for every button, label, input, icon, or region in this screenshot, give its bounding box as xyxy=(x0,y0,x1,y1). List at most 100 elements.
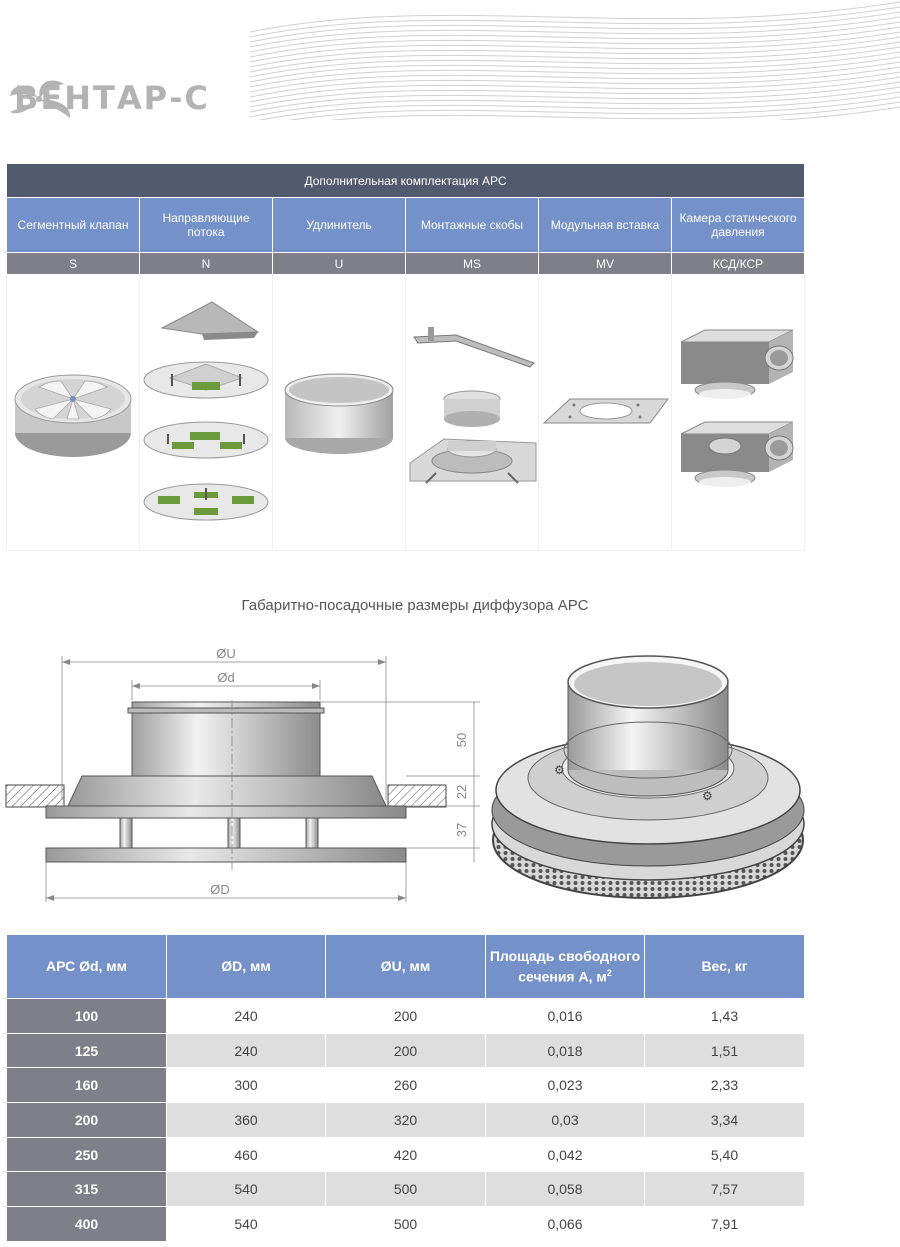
accessories-table: Дополнительная комплектация АРС Сегментн… xyxy=(6,163,805,551)
mounting-brackets-illustration xyxy=(409,326,537,484)
column-header: ØD, мм xyxy=(166,934,326,999)
table-cell: 460 xyxy=(166,1136,326,1173)
diffuser-cone xyxy=(67,775,387,807)
table-cell: 540 xyxy=(166,1171,326,1208)
table-cell: 420 xyxy=(325,1136,486,1173)
decorative-line xyxy=(249,61,900,93)
row-size-cell: 250 xyxy=(6,1136,167,1173)
modular-insert-cell xyxy=(538,274,672,551)
decorative-line xyxy=(288,96,900,120)
dimension-drawing: ØU Ød ØD 50 22 37 xyxy=(5,646,480,902)
decorative-line xyxy=(429,106,900,120)
column-header-area: Площадь свободного сечения А, м2 xyxy=(485,934,645,999)
accessory-name: Направляющие потока xyxy=(139,197,273,253)
row-size-cell: 100 xyxy=(6,998,167,1034)
mounting-brackets-cell xyxy=(405,274,539,551)
table-cell: 200 xyxy=(325,1032,486,1069)
table-cell: 2,33 xyxy=(644,1067,805,1104)
accessory-code: U xyxy=(272,252,406,275)
flow-guides-cell xyxy=(139,274,273,551)
accessory-code: N xyxy=(139,252,273,275)
decorative-line xyxy=(329,101,900,120)
dim-h1-label: 50 xyxy=(454,733,469,747)
dim-h2-label: 22 xyxy=(454,785,469,799)
accessory-name: Модульная вставка xyxy=(538,197,672,253)
specs-table: АРС Ød, мм ØD, мм ØU, мм Площадь свободн… xyxy=(6,934,805,1242)
decorative-line xyxy=(249,21,900,53)
dim-d-label: Ød xyxy=(217,670,234,685)
decorative-lines xyxy=(249,1,900,120)
ceiling-left-hatch xyxy=(5,784,65,808)
extender-cell xyxy=(272,274,406,551)
table-cell: 5,40 xyxy=(644,1136,805,1173)
accessories-title: Дополнительная комплектация АРС xyxy=(6,163,805,198)
table-cell: 500 xyxy=(325,1206,486,1242)
decorative-line xyxy=(249,81,900,113)
brand-logo: ВЕНТАР-С xyxy=(6,76,210,120)
table-cell: 260 xyxy=(325,1067,486,1104)
table-cell: 320 xyxy=(325,1102,486,1138)
table-cell: 240 xyxy=(166,1032,326,1069)
plenum-box-illustration xyxy=(680,329,794,487)
column-header: ØU, мм xyxy=(325,934,486,999)
dim-h3-label: 37 xyxy=(454,823,469,837)
extender-illustration xyxy=(284,373,394,454)
table-cell: 0,03 xyxy=(485,1102,645,1138)
decorative-line xyxy=(249,41,900,73)
diffuser-isometric: ⚙ ⚙ xyxy=(491,655,805,899)
dim-u-label: ØU xyxy=(216,646,236,661)
decorative-line xyxy=(249,31,900,63)
accessory-name: Удлинитель xyxy=(272,197,406,253)
svg-text:⚙: ⚙ xyxy=(702,789,713,803)
table-cell: 1,43 xyxy=(644,998,805,1034)
segment-valve-cell xyxy=(6,274,140,551)
plenum-box-cell xyxy=(671,274,805,551)
table-cell: 500 xyxy=(325,1171,486,1208)
table-cell: 0,016 xyxy=(485,998,645,1034)
table-cell: 0,023 xyxy=(485,1067,645,1104)
flow-guides-illustration xyxy=(143,300,269,520)
accessory-name: Сегментный клапан xyxy=(6,197,140,253)
ceiling-right-hatch xyxy=(387,784,447,808)
table-cell: 540 xyxy=(166,1206,326,1242)
decorative-line xyxy=(249,51,900,83)
decorative-line xyxy=(249,86,900,118)
table-cell: 0,066 xyxy=(485,1206,645,1242)
table-cell: 3,34 xyxy=(644,1102,805,1138)
page-header: ВЕНТАР-С xyxy=(0,0,900,120)
decorative-line xyxy=(258,91,900,120)
row-size-cell: 315 xyxy=(6,1171,167,1208)
accessory-code: MV xyxy=(538,252,672,275)
row-size-cell: 400 xyxy=(6,1206,167,1242)
table-cell: 360 xyxy=(166,1102,326,1138)
decorative-line xyxy=(249,71,900,103)
accessory-name: Монтажные скобы xyxy=(405,197,539,253)
area-header-superscript: 2 xyxy=(606,967,612,978)
segment-valve-illustration xyxy=(14,374,132,457)
table-cell: 0,018 xyxy=(485,1032,645,1069)
row-size-cell: 125 xyxy=(6,1032,167,1069)
accessory-code: КСД/КСР xyxy=(671,252,805,275)
area-header-text: Площадь свободного сечения А, м xyxy=(489,947,641,985)
row-size-cell: 160 xyxy=(6,1067,167,1104)
decorative-line xyxy=(249,46,900,78)
bottom-plate xyxy=(45,847,407,863)
decorative-line xyxy=(249,26,900,58)
table-cell: 300 xyxy=(166,1067,326,1104)
table-cell: 7,91 xyxy=(644,1206,805,1242)
decorative-line xyxy=(249,16,900,48)
decorative-line xyxy=(249,1,900,33)
column-header: Вес, кг xyxy=(644,934,805,999)
modular-insert-illustration xyxy=(542,398,669,423)
decorative-line xyxy=(249,11,900,43)
table-cell: 240 xyxy=(166,998,326,1034)
fan-logo-icon xyxy=(10,80,71,118)
svg-text:⚙: ⚙ xyxy=(554,763,565,777)
table-cell: 200 xyxy=(325,998,486,1034)
